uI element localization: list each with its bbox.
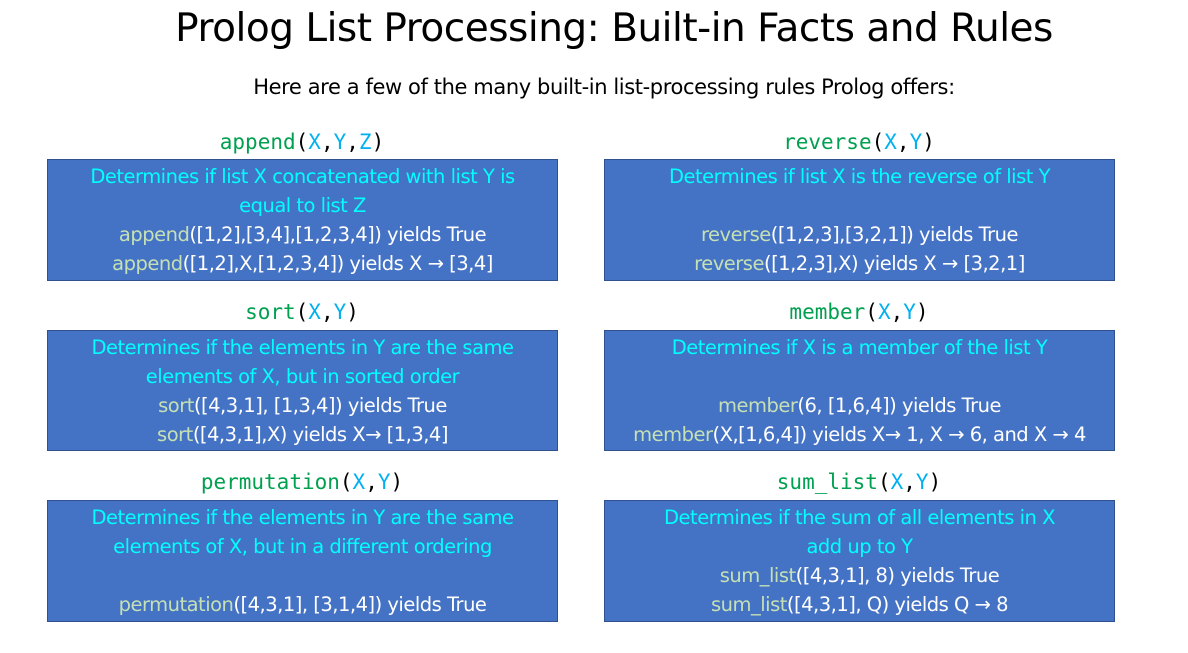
rule-box-append: Determines if list X concatenated with l…	[47, 159, 558, 281]
signature-arg: Y	[333, 130, 347, 154]
description-line: elements of X, but in sorted order	[145, 365, 460, 388]
description-line: Determines if the sum of all elements in…	[664, 506, 1055, 529]
example-line: append([1,2],[3,4],[1,2,3,4]) yields Tru…	[118, 223, 487, 246]
example-line: sort([4,3,1], [1,3,4]) yields True	[158, 394, 447, 417]
signature-function-name: permutation	[200, 470, 340, 494]
description-line: Determines if the elements in Y are the …	[91, 336, 514, 359]
example-line: member(6, [1,6,4]) yields True	[718, 394, 1001, 417]
signature-reverse: reverse(X,Y)	[783, 130, 935, 154]
signature-arg: X	[308, 300, 321, 324]
signature-arg: X	[352, 470, 366, 494]
signature-function-name: reverse	[783, 130, 872, 154]
description-line: equal to list Z	[239, 194, 366, 217]
signature-arg: Y	[377, 470, 391, 494]
description-line	[605, 362, 1114, 391]
example-line: append([1,2],X,[1,2,3,4]) yields X → [3,…	[112, 252, 493, 275]
description-line: Determines if list X is the reverse of l…	[668, 165, 1051, 188]
slide-title: Prolog List Processing: Built-in Facts a…	[175, 6, 1053, 51]
signature-permutation: permutation(X,Y)	[200, 470, 404, 494]
example-line: sort([4,3,1],X) yields X→ [1,3,4]	[157, 423, 448, 446]
description-line: Determines if the elements in Y are the …	[91, 506, 514, 529]
example-line	[48, 561, 557, 590]
signature-function-name: append	[219, 130, 296, 154]
signature-append: append(X,Y,Z)	[219, 130, 385, 154]
signature-arg: Y	[903, 300, 916, 324]
signature-function-name: sort	[245, 300, 296, 324]
signature-arg: Z	[358, 130, 372, 154]
example-line: reverse([1,2,3],X) yields X → [3,2,1]	[694, 252, 1025, 275]
signature-arg: X	[890, 470, 904, 494]
rule-box-permutation: Determines if the elements in Y are the …	[47, 500, 558, 622]
rule-box-sort: Determines if the elements in Y are the …	[47, 330, 558, 451]
rule-box-reverse: Determines if list X is the reverse of l…	[604, 159, 1115, 281]
description-line: elements of X, but in a different orderi…	[113, 535, 492, 558]
signature-member: member(X,Y)	[789, 300, 929, 324]
description-line: add up to Y	[806, 535, 913, 558]
signature-arg: X	[877, 300, 891, 324]
signature-function-name: sum_list	[776, 470, 878, 494]
example-line: member(X,[1,6,4]) yields X→ 1, X → 6, an…	[633, 423, 1086, 446]
description-line: Determines if X is a member of the list …	[671, 336, 1048, 359]
signature-sum-list: sum_list(X,Y)	[776, 470, 942, 494]
signature-arg: X	[884, 130, 897, 154]
signature-arg: Y	[909, 130, 923, 154]
description-line: Determines if list X concatenated with l…	[90, 165, 515, 188]
example-line: permutation([4,3,1], [3,1,4]) yields Tru…	[118, 593, 487, 616]
signature-arg: Y	[915, 470, 929, 494]
description-line	[605, 191, 1114, 220]
signature-function-name: member	[789, 300, 866, 324]
rule-box-member: Determines if X is a member of the list …	[604, 330, 1115, 451]
example-line: reverse([1,2,3],[3,2,1]) yields True	[700, 223, 1019, 246]
example-line: sum_list([4,3,1], Q) yields Q → 8	[711, 593, 1009, 616]
example-line: sum_list([4,3,1], 8) yields True	[719, 564, 1000, 587]
signature-sort: sort(X,Y)	[245, 300, 359, 324]
rule-box-sum-list: Determines if the sum of all elements in…	[604, 500, 1115, 622]
signature-arg: Y	[333, 300, 347, 324]
signature-arg: X	[308, 130, 321, 154]
slide-subtitle: Here are a few of the many built-in list…	[253, 75, 955, 99]
